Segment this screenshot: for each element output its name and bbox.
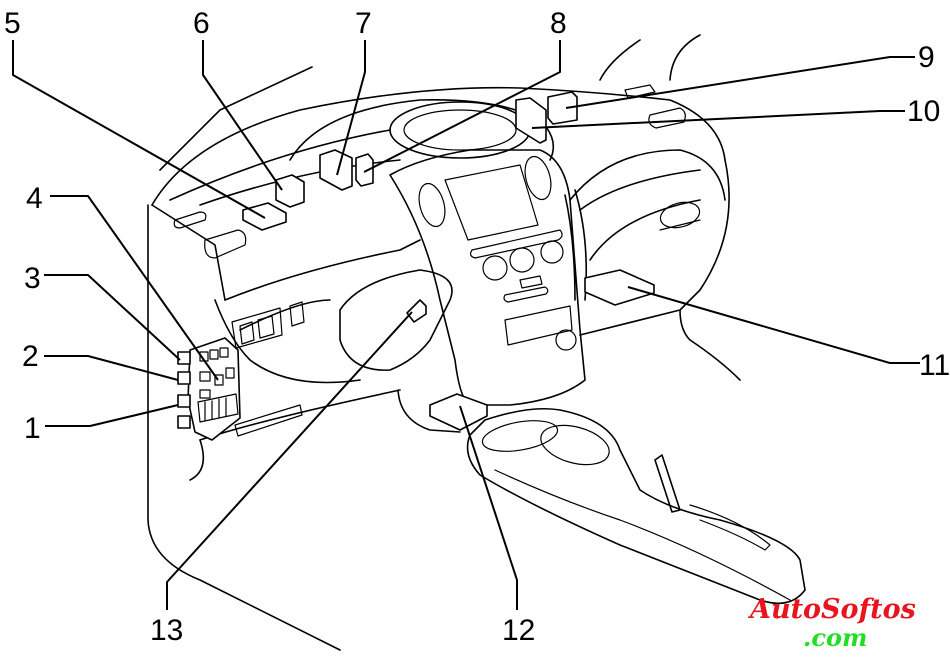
component-11: [584, 269, 655, 306]
callout-9: 9: [918, 41, 935, 74]
watermark-name: AutoSoftos: [747, 594, 916, 625]
callout-12: 12: [502, 614, 535, 647]
leader-10: [531, 110, 905, 129]
leader-6: [202, 40, 283, 191]
leader-13: [166, 311, 413, 610]
component-10: [515, 97, 547, 144]
callout-11: 11: [919, 349, 950, 382]
leader-5: [12, 40, 266, 219]
component-9: [547, 91, 578, 125]
callout-4: 4: [26, 182, 43, 215]
callout-2: 2: [22, 340, 39, 373]
callout-6: 6: [193, 7, 210, 40]
callout-10: 10: [907, 95, 940, 128]
leader-lines: [12, 40, 920, 610]
callout-5: 5: [4, 7, 21, 40]
watermark: AutoSoftos .com: [747, 594, 916, 652]
leader-8: [363, 40, 561, 173]
components: [177, 91, 655, 441]
watermark-suffix: .com: [803, 623, 867, 652]
leader-7: [336, 40, 366, 176]
callout-labels: 1 2 3 4 5 6 7 8 9 10 11 12 13: [4, 7, 950, 647]
callout-1: 1: [24, 412, 41, 445]
leader-2: [44, 355, 179, 381]
leader-1: [45, 404, 179, 427]
component-6: [275, 174, 305, 208]
dashboard-outline: [147, 34, 806, 651]
callout-8: 8: [550, 7, 567, 40]
leader-11: [627, 286, 920, 364]
component-13: [406, 299, 427, 323]
callout-3: 3: [24, 262, 41, 295]
leader-4: [50, 195, 219, 381]
leader-9: [565, 56, 915, 109]
callout-7: 7: [355, 7, 372, 40]
component-8: [355, 153, 374, 187]
leader-12: [459, 405, 518, 610]
component-12: [429, 393, 488, 431]
component-7: [319, 149, 353, 191]
leader-3: [44, 274, 181, 361]
callout-13: 13: [150, 614, 183, 647]
component-5: [242, 202, 287, 231]
junction-block: [177, 337, 241, 441]
